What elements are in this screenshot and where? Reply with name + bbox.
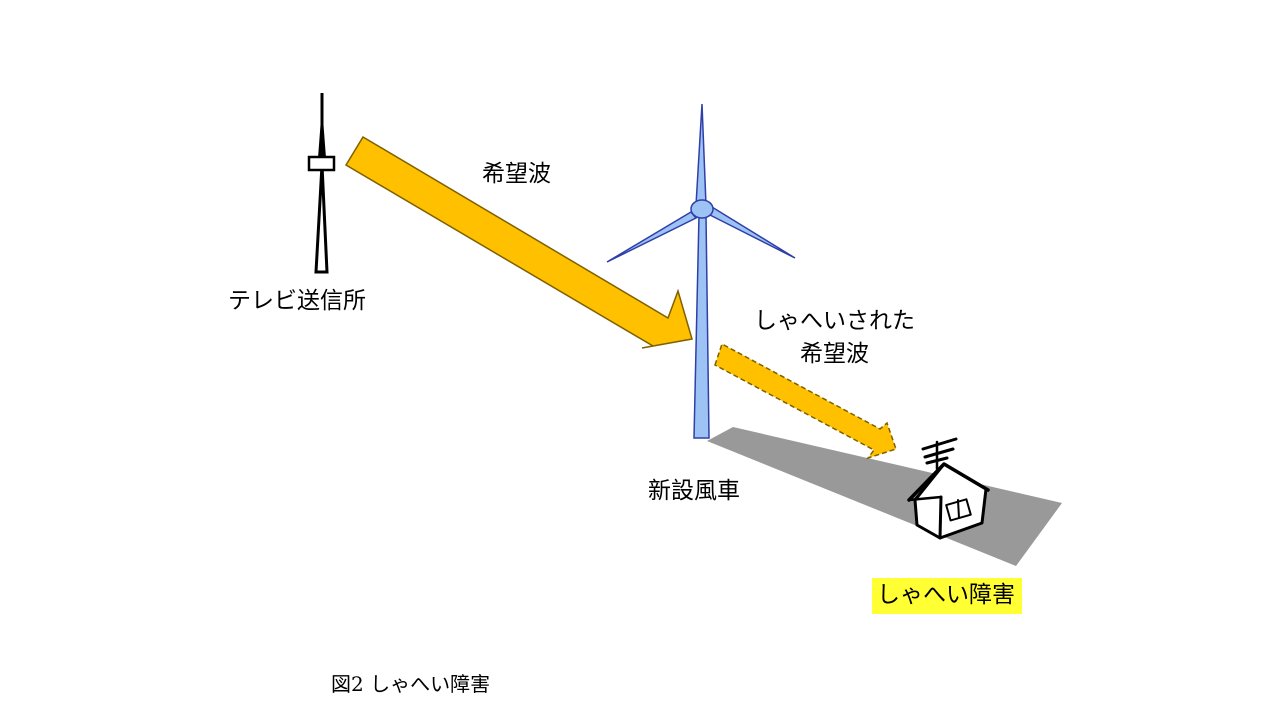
figure-caption: 図2 しゃへい障害 (331, 672, 491, 696)
shadow-area (707, 427, 1062, 566)
blocked-wave-label-line2: 希望波 (800, 340, 869, 367)
blocked-wave-arrow (714, 342, 897, 460)
wanted-wave-label: 希望波 (482, 161, 551, 187)
wind-turbine-icon (606, 103, 796, 439)
tv-station-label: テレビ送信所 (228, 288, 366, 314)
tv-tower-icon (307, 93, 336, 274)
wanted-wave-arrow (344, 135, 693, 349)
new-turbine-label: 新設風車 (648, 478, 740, 504)
house-icon (907, 437, 990, 540)
blocked-wave-label-line1: しゃへいされた (754, 308, 915, 334)
blocked-wave-label: しゃへいされた 希望波 (754, 305, 915, 370)
interference-label: しゃへい障害 (872, 578, 1022, 614)
